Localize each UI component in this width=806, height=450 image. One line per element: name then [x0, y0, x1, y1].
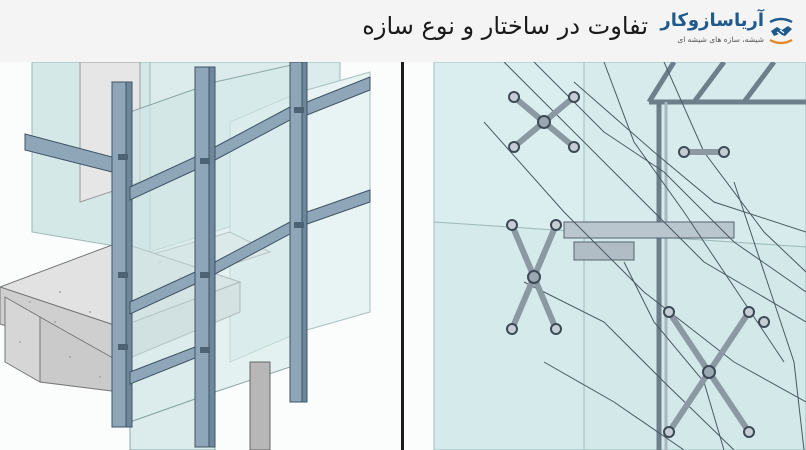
page-title: تفاوت در ساختار و نوع سازه	[362, 12, 648, 40]
brand-logo[interactable]: آریاسازوکار شیشه، سازه های شیشه ای	[660, 10, 796, 52]
brand-name: آریاسازوکار	[660, 10, 764, 31]
handshake-icon	[769, 17, 793, 45]
stick-curtain-wall-illustration	[0, 62, 401, 450]
brand-tagline: شیشه، سازه های شیشه ای	[677, 35, 764, 44]
spider-glass-facade-illustration	[404, 62, 806, 450]
header-bar: تفاوت در ساختار و نوع سازه آریاسازوکار ش…	[0, 0, 806, 62]
panel-divider	[401, 62, 404, 450]
